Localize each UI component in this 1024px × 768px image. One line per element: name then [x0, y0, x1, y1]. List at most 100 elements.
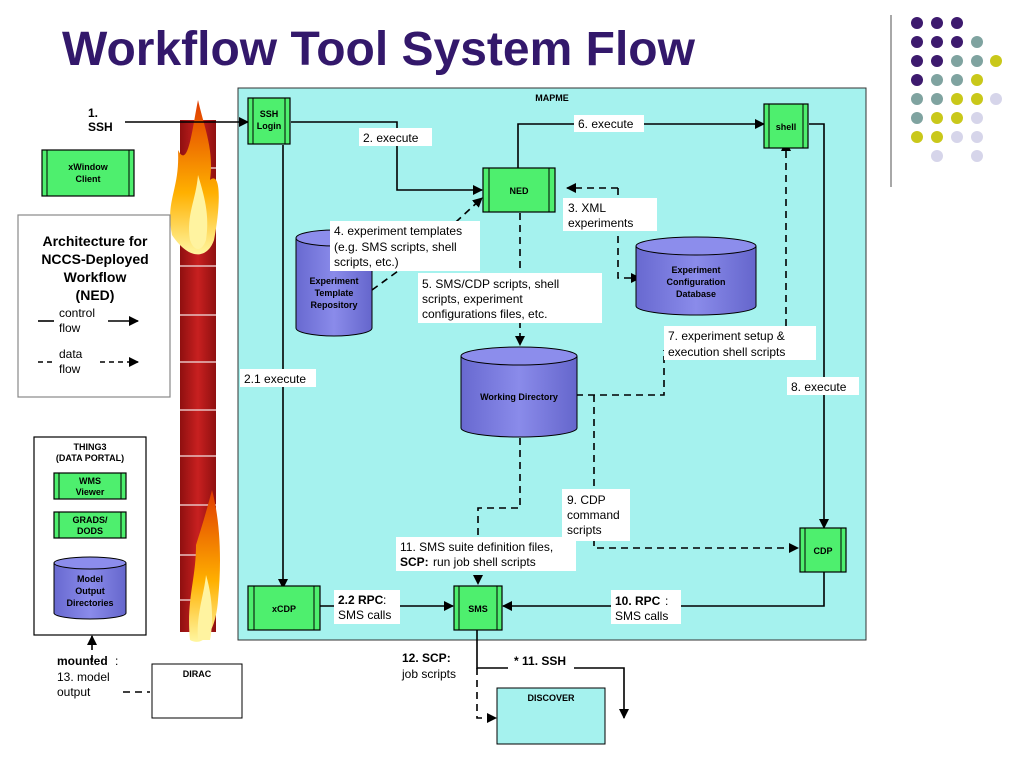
working-directory-db: Working Directory: [460, 346, 578, 438]
ssh-login-node: SSH Login: [247, 97, 291, 145]
label-rpc22: 2.2 RPC : SMS calls: [334, 590, 400, 624]
svg-text:SMS calls: SMS calls: [615, 609, 668, 623]
dirac-node: DIRAC: [151, 663, 243, 719]
page-title: Workflow Tool System Flow: [62, 23, 695, 76]
svg-text:(e.g. SMS scripts, shell: (e.g. SMS scripts, shell: [334, 240, 457, 254]
thing3-data-portal: THING3 (DATA PORTAL) WMS Viewer GRADS/ D…: [33, 436, 147, 636]
xwindow-client-node: xWindow Client: [41, 149, 135, 197]
label-execute8: 8. execute: [787, 377, 859, 395]
svg-text:DIRAC: DIRAC: [183, 669, 212, 679]
svg-text:(NED): (NED): [76, 287, 115, 303]
svg-text:flow: flow: [59, 321, 81, 335]
svg-text:output: output: [57, 685, 91, 699]
svg-text::: :: [115, 654, 118, 668]
label-scripts5: 5. SMS/CDP scripts, shell scripts, exper…: [418, 273, 602, 323]
svg-text:Experiment: Experiment: [671, 265, 720, 275]
svg-text:DODS: DODS: [77, 526, 103, 536]
svg-text:6. execute: 6. execute: [578, 117, 634, 131]
svg-text:configurations files, etc.: configurations files, etc.: [422, 307, 547, 321]
svg-text:(DATA PORTAL): (DATA PORTAL): [56, 453, 124, 463]
svg-text:10. RPC: 10. RPC: [615, 594, 661, 608]
svg-text:Output: Output: [75, 586, 105, 596]
svg-text:Model: Model: [77, 574, 103, 584]
ned-node: NED: [482, 167, 556, 213]
svg-text:Experiment: Experiment: [309, 276, 358, 286]
svg-text:control: control: [59, 306, 95, 320]
svg-text:4. experiment templates: 4. experiment templates: [334, 224, 462, 238]
svg-text:Template: Template: [315, 288, 354, 298]
label-ssh1: 1. SSH: [88, 106, 113, 134]
svg-text:5. SMS/CDP scripts, shell: 5. SMS/CDP scripts, shell: [422, 277, 559, 291]
firewall-graphic: [170, 100, 220, 642]
svg-text:Repository: Repository: [310, 300, 357, 310]
svg-text:Directories: Directories: [66, 598, 113, 608]
svg-text:THING3: THING3: [73, 442, 106, 452]
svg-text:WMS: WMS: [79, 476, 101, 486]
svg-text:scripts, etc.): scripts, etc.): [334, 255, 399, 269]
svg-text:7. experiment setup &: 7. experiment setup &: [668, 329, 785, 343]
label-execute6: 6. execute: [574, 115, 644, 132]
svg-text:SSH: SSH: [88, 120, 113, 134]
label-mounted: mounted : 13. model output: [57, 654, 118, 699]
svg-text:3. XML: 3. XML: [568, 201, 606, 215]
svg-text:command: command: [567, 508, 620, 522]
svg-text:execution shell scripts: execution shell scripts: [668, 345, 785, 359]
discover-node: DISCOVER: [496, 687, 606, 745]
svg-text:run job shell scripts: run job shell scripts: [433, 555, 536, 569]
svg-text:Viewer: Viewer: [76, 487, 105, 497]
svg-text:13. model: 13. model: [57, 670, 110, 684]
svg-text:xWindow: xWindow: [68, 162, 108, 172]
legend-box: Architecture for NCCS-Deployed Workflow …: [17, 214, 171, 398]
svg-text:2.1 execute: 2.1 execute: [244, 372, 306, 386]
svg-text:flow: flow: [59, 362, 81, 376]
svg-text:data: data: [59, 347, 83, 361]
svg-text:8. execute: 8. execute: [791, 380, 847, 394]
svg-text:11. SMS suite definition files: 11. SMS suite definition files,: [400, 540, 553, 554]
label-cdp9: 9. CDP command scripts: [562, 489, 630, 541]
decorative-dot-grid: [890, 15, 1002, 187]
svg-text:Client: Client: [75, 174, 100, 184]
svg-text:SMS: SMS: [468, 604, 488, 614]
label-ssh11: * 11. SSH: [508, 653, 574, 669]
svg-text:12. SCP:: 12. SCP:: [402, 651, 451, 665]
label-rpc10: 10. RPC : SMS calls: [611, 590, 681, 624]
svg-text:2. execute: 2. execute: [363, 131, 419, 145]
svg-text:Workflow: Workflow: [64, 269, 127, 285]
label-templates4: 4. experiment templates (e.g. SMS script…: [330, 221, 480, 271]
svg-text:SCP:: SCP:: [400, 555, 429, 569]
svg-text:experiments: experiments: [568, 216, 633, 230]
label-execute21: 2.1 execute: [240, 369, 316, 387]
svg-text:Login: Login: [257, 121, 282, 131]
svg-text:NCCS-Deployed: NCCS-Deployed: [41, 251, 148, 267]
cdp-node: CDP: [799, 527, 847, 573]
svg-text:scripts: scripts: [567, 523, 602, 537]
label-scp12: 12. SCP: job scripts: [401, 651, 456, 681]
svg-text:1.: 1.: [88, 106, 98, 120]
svg-text:DISCOVER: DISCOVER: [527, 693, 575, 703]
svg-text:* 11. SSH: * 11. SSH: [514, 654, 566, 668]
svg-text:SSH: SSH: [260, 109, 279, 119]
svg-text:Configuration: Configuration: [667, 277, 726, 287]
svg-text:scripts, experiment: scripts, experiment: [422, 292, 523, 306]
svg-text::: :: [383, 593, 386, 607]
svg-text:Architecture for: Architecture for: [42, 233, 148, 249]
label-setup7: 7. experiment setup & execution shell sc…: [664, 326, 816, 360]
mapme-label: MAPME: [535, 93, 569, 103]
label-xml3: 3. XML experiments: [563, 198, 657, 231]
svg-text:CDP: CDP: [813, 546, 832, 556]
label-execute2: 2. execute: [359, 128, 432, 146]
svg-text:NED: NED: [509, 186, 529, 196]
svg-text:shell: shell: [776, 122, 797, 132]
svg-text:GRADS/: GRADS/: [72, 515, 108, 525]
shell-node: shell: [763, 103, 809, 149]
svg-text::: :: [665, 594, 668, 608]
xcdp-node: xCDP: [247, 585, 321, 631]
label-suite11: 11. SMS suite definition files, SCP: run…: [396, 537, 576, 571]
svg-text:9. CDP: 9. CDP: [567, 493, 606, 507]
svg-text:Database: Database: [676, 289, 716, 299]
svg-text:Working Directory: Working Directory: [480, 392, 558, 402]
experiment-configuration-database: Experiment Configuration Database: [635, 236, 757, 316]
svg-text:2.2 RPC: 2.2 RPC: [338, 593, 384, 607]
svg-text:SMS calls: SMS calls: [338, 608, 391, 622]
